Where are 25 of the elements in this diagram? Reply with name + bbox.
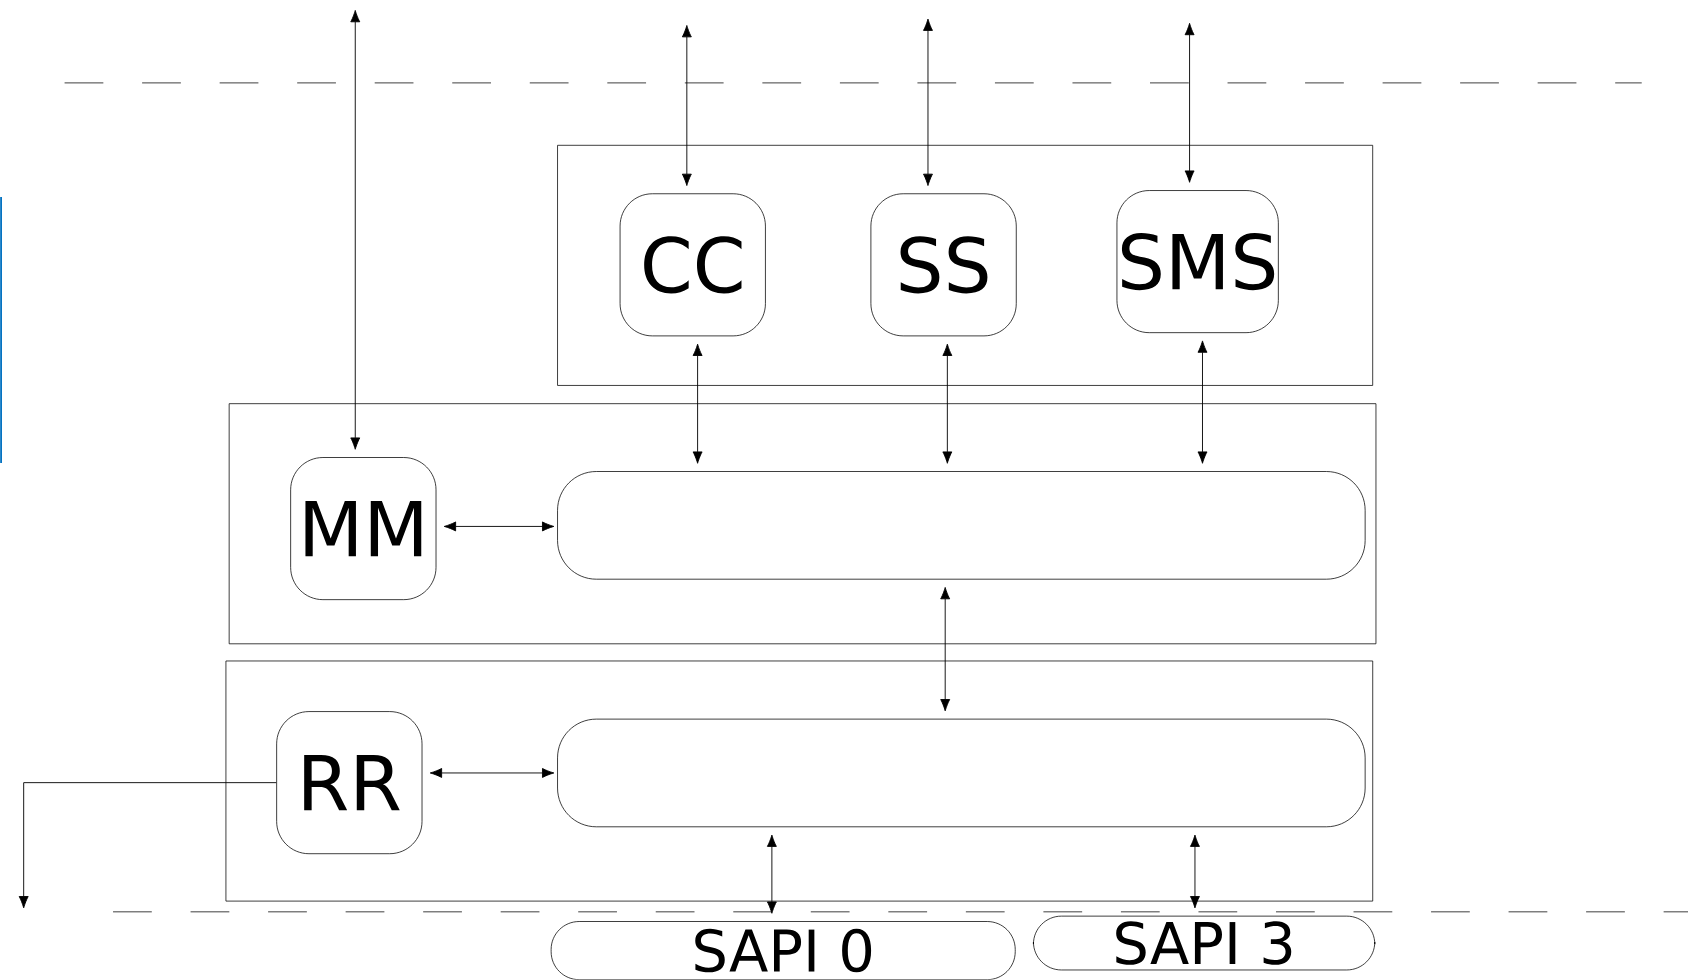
arrow	[681, 25, 692, 187]
arrow	[1184, 23, 1195, 183]
arrow	[18, 782, 277, 909]
module-box: RR	[276, 711, 423, 855]
arrow	[429, 768, 555, 779]
process-box	[557, 718, 1366, 828]
arrow	[692, 343, 703, 464]
module-box: CC	[619, 193, 766, 337]
arrow	[443, 521, 555, 532]
arrow	[1190, 834, 1200, 909]
module-box: SS	[870, 193, 1017, 337]
layer-box	[557, 145, 1374, 386]
arrow	[940, 587, 951, 712]
arrow	[766, 834, 777, 914]
process-box	[557, 471, 1366, 580]
module-box: SMS	[1116, 190, 1279, 334]
arrow	[350, 10, 361, 450]
arrow	[1197, 340, 1208, 464]
sapi-box: SAPI 0	[550, 921, 1016, 980]
arrow	[942, 343, 953, 464]
layer-box	[228, 403, 1377, 645]
arrow	[923, 18, 933, 187]
sapi-box: SAPI 3	[1033, 915, 1376, 971]
layer-box	[225, 660, 1374, 902]
module-box: MM	[290, 457, 437, 601]
